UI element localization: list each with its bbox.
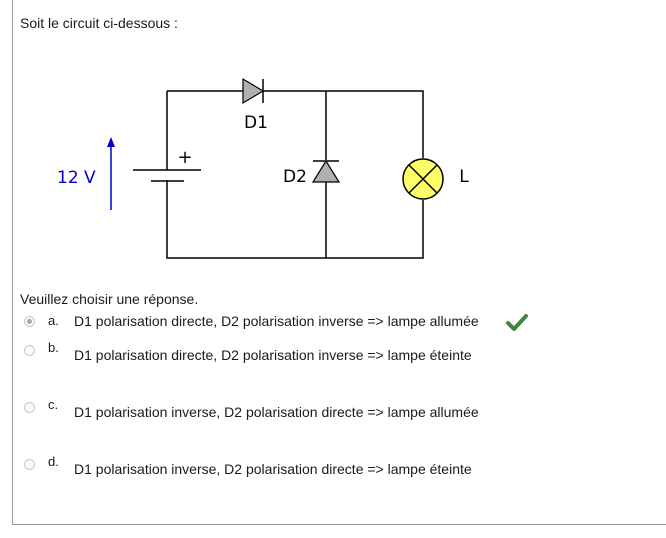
option-d-text: D1 polarisation inverse, D2 polarisation… [74, 461, 472, 477]
diode-d1 [242, 77, 265, 105]
option-b-letter: b. [48, 340, 59, 355]
option-d-radio[interactable] [24, 459, 35, 470]
option-b-text: D1 polarisation directe, D2 polarisation… [74, 347, 472, 363]
question-panel [12, 0, 666, 525]
option-d-letter: d. [48, 454, 59, 469]
option-b-radio[interactable] [24, 345, 35, 356]
option-a-text: D1 polarisation directe, D2 polarisation… [74, 313, 479, 329]
option-a-radio[interactable] [24, 316, 35, 327]
circuit-diagram: + 12 V D1 D2 L [57, 77, 469, 259]
diode-d1-label: D1 [244, 113, 268, 133]
option-c-radio[interactable] [24, 402, 35, 413]
diode-d2 [311, 159, 341, 183]
voltage-label: 12 V [57, 168, 96, 188]
lamp-label: L [459, 167, 469, 187]
battery-symbol: + [133, 147, 201, 182]
answer-prompt: Veuillez choisir une réponse. [20, 291, 199, 307]
voltage-arrow [107, 137, 115, 210]
circuit-wires [166, 90, 424, 259]
battery-plus-label: + [177, 147, 192, 168]
lamp-symbol [402, 158, 444, 200]
diode-d2-label: D2 [283, 167, 307, 187]
option-c-text: D1 polarisation inverse, D2 polarisation… [74, 404, 479, 420]
option-c-letter: c. [48, 397, 59, 412]
check-icon [506, 314, 528, 331]
option-a-letter: a. [48, 313, 59, 328]
question-text: Soit le circuit ci-dessous : [20, 15, 178, 31]
